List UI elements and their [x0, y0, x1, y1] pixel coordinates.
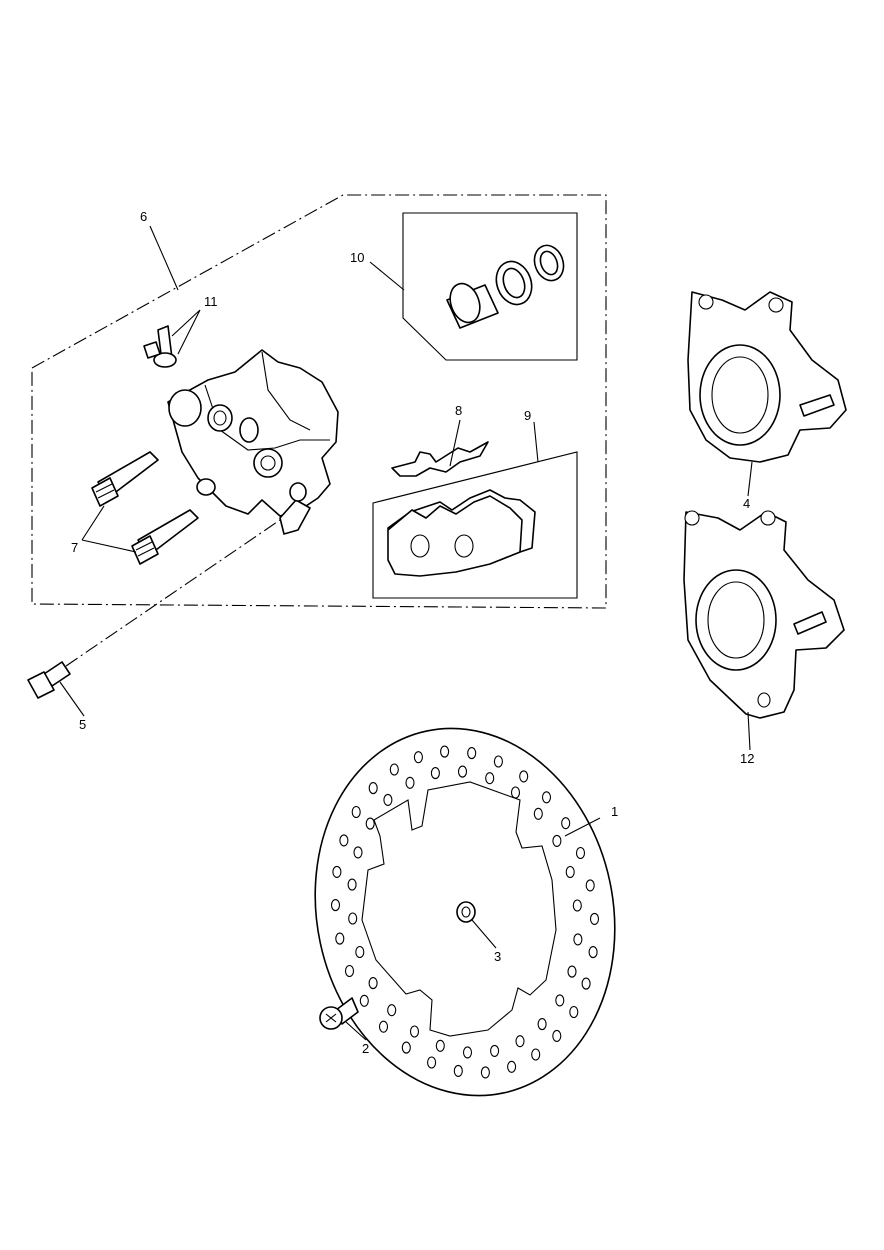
disc-hole	[515, 1035, 525, 1048]
disc-hole	[368, 977, 378, 990]
caliper-mounting-bolt	[27, 661, 71, 699]
disc-hole	[537, 1018, 547, 1031]
disc-hole	[588, 946, 598, 959]
disc-hole	[467, 747, 477, 760]
disc-hole	[573, 933, 583, 946]
disc-hole	[405, 776, 415, 789]
disc-hole	[589, 912, 600, 925]
piston-seal-kit	[446, 244, 565, 329]
caliper-carrier-bracket-upper	[687, 291, 847, 463]
disc-hole	[335, 932, 345, 945]
disc-hole	[552, 1029, 562, 1042]
disc-hole	[353, 846, 363, 859]
disc-hole	[351, 805, 361, 819]
callout-labels: 1 2 3 4 5 6 7 8 9 10 11 12	[71, 209, 754, 1056]
disc-hole	[409, 1025, 420, 1038]
disc-hole	[368, 782, 378, 795]
disc-hole	[480, 1066, 490, 1079]
disc-hole	[413, 751, 423, 764]
disc-hole	[575, 846, 586, 860]
bleed-nipple	[143, 325, 177, 368]
callout-3: 3	[494, 949, 501, 964]
pad-kit-box	[372, 451, 578, 599]
disc-hole	[490, 1044, 500, 1057]
disc-hole	[572, 899, 582, 912]
caliper-assembly-boundary	[31, 194, 607, 609]
disc-hole	[378, 1020, 389, 1033]
disc-hole	[383, 793, 393, 806]
disc-hole	[567, 965, 577, 978]
disc-hole	[585, 879, 595, 892]
disc-hole	[427, 1056, 437, 1069]
pad-spring	[391, 441, 489, 477]
disc-hole	[565, 865, 575, 879]
disc-hole	[541, 791, 552, 804]
disc-hole	[552, 834, 562, 847]
disc-hole	[485, 772, 495, 785]
slide-pins	[91, 451, 199, 565]
disc-hole	[401, 1041, 411, 1054]
callout-9: 9	[524, 408, 531, 423]
disc-hole	[531, 1048, 541, 1061]
disc-bolt	[319, 997, 359, 1030]
callout-4: 4	[743, 496, 750, 511]
brake-pads	[387, 489, 536, 577]
disc-vent-holes	[330, 745, 600, 1079]
disc-hole	[507, 1060, 517, 1073]
disc-hole	[555, 994, 565, 1007]
disc-hole	[519, 770, 529, 783]
disc-hole	[365, 817, 375, 830]
disc-hole	[493, 755, 503, 768]
disc-hole	[561, 817, 571, 830]
bolt-axis-line	[65, 519, 281, 667]
disc-hole	[457, 765, 468, 778]
disc-hole	[569, 1005, 579, 1019]
disc-hole	[430, 767, 440, 780]
disc-hole	[339, 834, 349, 847]
disc-hole	[355, 945, 365, 959]
callout-10: 10	[350, 250, 364, 265]
disc-hole	[453, 1064, 463, 1077]
disc-hole	[435, 1039, 445, 1052]
disc-hole	[344, 964, 355, 978]
disc-hole	[389, 763, 399, 776]
callout-2: 2	[362, 1041, 369, 1056]
brake-caliper	[167, 349, 339, 535]
callout-6: 6	[140, 209, 147, 224]
callout-7: 7	[71, 540, 78, 555]
callout-1: 1	[611, 804, 618, 819]
disc-hole	[462, 1046, 473, 1059]
leader-lines	[59, 225, 753, 1041]
disc-hole	[347, 878, 357, 891]
seal-kit-box	[402, 212, 578, 361]
callout-8: 8	[455, 403, 462, 418]
callout-5: 5	[79, 717, 86, 732]
disc-hole	[387, 1004, 397, 1017]
disc-hole	[330, 899, 341, 912]
disc-hole	[581, 977, 591, 990]
disc-hole	[510, 786, 521, 799]
callout-12: 12	[740, 751, 754, 766]
disc-hole	[533, 807, 543, 820]
callout-11: 11	[204, 294, 218, 309]
disc-hole	[332, 865, 342, 878]
disc-hole	[348, 912, 358, 925]
brake-disc	[314, 727, 616, 1097]
disc-hole	[359, 994, 369, 1007]
caliper-carrier-bracket-lower	[683, 510, 845, 719]
disc-hole	[440, 745, 450, 758]
